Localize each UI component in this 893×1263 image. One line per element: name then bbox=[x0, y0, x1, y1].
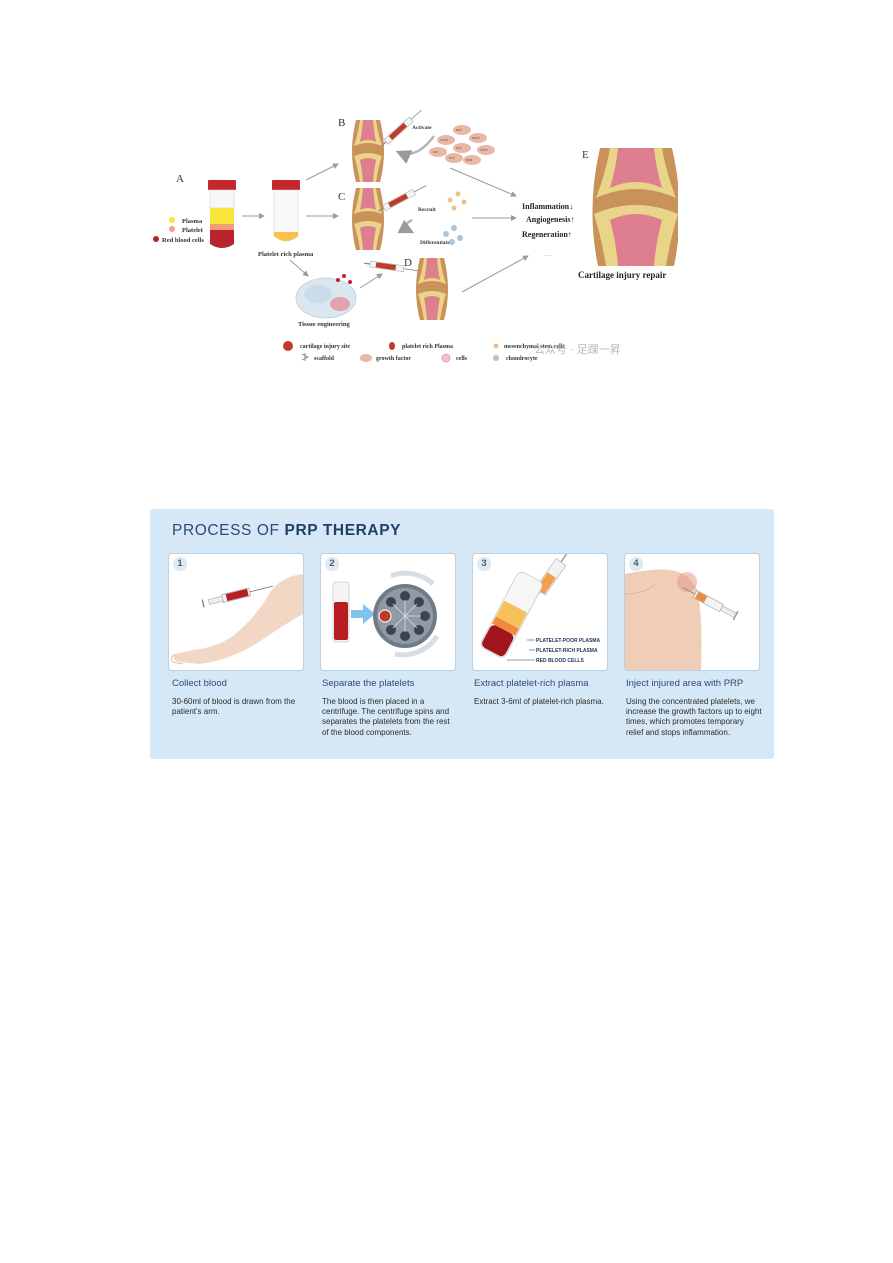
legend-injury-icon bbox=[283, 341, 293, 351]
prp-mechanism-figure: A B C D E Plasma Platelet Red blood cell… bbox=[150, 108, 678, 370]
platelet-dot bbox=[169, 226, 175, 232]
tissue-engineering-label: Tissue engineering bbox=[298, 321, 350, 328]
layer-label-red-blood-cells: RED BLOOD CELLS bbox=[536, 658, 584, 664]
tube-label-red-blood-cells: Red blood cells bbox=[162, 237, 204, 244]
outcome-angiogenesis: Angiogenesis↑ bbox=[526, 215, 574, 224]
syringe-icon bbox=[682, 587, 739, 621]
syringe-icon bbox=[201, 585, 274, 608]
legend-prp-icon bbox=[389, 342, 395, 350]
step-text-4: Using the concentrated platelets, we inc… bbox=[626, 697, 762, 737]
differentiate-label: Differentiate bbox=[420, 240, 450, 246]
differentiate-arrow bbox=[397, 218, 415, 234]
gf-tag-1: HGF bbox=[456, 128, 462, 132]
joint-c bbox=[352, 188, 384, 250]
step-text-3: Extract 3-6ml of platelet-rich plasma. bbox=[474, 697, 604, 706]
plasma-dot bbox=[169, 217, 175, 223]
gf-tag-4: VEGF bbox=[480, 148, 488, 152]
tube-label-plasma: Plasma bbox=[182, 218, 203, 225]
legend-growth-factor: growth factor bbox=[376, 356, 411, 362]
legend-cells: cells bbox=[456, 356, 468, 362]
panel-label-e: E bbox=[582, 149, 589, 161]
step-number-4: 4 bbox=[629, 557, 643, 571]
step-card-3: 3 PLATELET-POOR PLASMA PLATELET-RICH PLA… bbox=[472, 553, 608, 671]
title-bold: PRP THERAPY bbox=[284, 522, 402, 539]
step-title-3: Extract platelet-rich plasma bbox=[474, 678, 589, 689]
legend-injury: cartilage injury site bbox=[300, 344, 350, 350]
tube-label-platelet: Platelet bbox=[182, 227, 204, 234]
legend-prp: platelet rich Plasma bbox=[402, 344, 453, 350]
legend-scaffold: scaffold bbox=[314, 356, 335, 362]
extract-plasma-illustration: PLATELET-POOR PLASMA PLATELET-RICH PLASM… bbox=[480, 554, 600, 664]
inject-shoulder-illustration bbox=[625, 569, 739, 670]
arrow-tissue-to-d bbox=[359, 273, 383, 289]
arrow-right-icon bbox=[351, 604, 375, 624]
platelet-rich-plasma-tube bbox=[272, 180, 300, 242]
arrow-to-tissue bbox=[289, 259, 309, 277]
activate-label: Activate bbox=[412, 125, 432, 131]
gf-tag-5: EGF bbox=[456, 146, 462, 150]
stem-cells bbox=[447, 191, 467, 211]
arrow-d-to-outcome bbox=[461, 255, 529, 293]
watermark: 公众号 · 足踝一昇 bbox=[534, 343, 621, 356]
chondrocytes bbox=[443, 225, 463, 245]
layer-label-platelet-rich: PLATELET-RICH PLASMA bbox=[536, 648, 598, 654]
step-card-1: 1 bbox=[168, 553, 304, 671]
gf-tag-3: TGF-β bbox=[440, 138, 449, 142]
step-title-1: Collect blood bbox=[172, 678, 227, 689]
title-prefix: PROCESS OF bbox=[172, 522, 285, 539]
legend-msc: mesenchymal stem cells bbox=[504, 344, 565, 350]
panel-label-d: D bbox=[404, 257, 412, 269]
injury-site bbox=[677, 572, 697, 592]
joint-b bbox=[352, 120, 384, 182]
layer-label-platelet-poor: PLATELET-POOR PLASMA bbox=[536, 638, 600, 644]
collect-blood-illustration bbox=[170, 574, 303, 665]
step-text-1: 30-60ml of blood is drawn from the patie… bbox=[172, 697, 296, 717]
prp-process-infographic: PROCESS OF PRP THERAPY 1 Collect blood 3… bbox=[150, 509, 774, 759]
step-text-2: The blood is then placed in a centrifuge… bbox=[322, 697, 450, 737]
separated-blood-tube bbox=[480, 571, 543, 658]
gf-tag-8: BMP bbox=[466, 158, 473, 162]
step-title-4: Inject injured area with PRP bbox=[626, 678, 744, 689]
blood-tube-separated bbox=[208, 180, 236, 248]
infographic-title: PROCESS OF PRP THERAPY bbox=[172, 522, 401, 540]
repaired-joint-e bbox=[592, 148, 678, 266]
activate-arrow bbox=[395, 135, 435, 164]
step-number-2: 2 bbox=[325, 557, 339, 571]
legend-msc-icon bbox=[493, 343, 499, 349]
legend-growth-factor-icon bbox=[360, 354, 372, 362]
step-number-3: 3 bbox=[477, 557, 491, 571]
gf-tag-6: IGF bbox=[433, 150, 438, 154]
step-number-1: 1 bbox=[173, 557, 187, 571]
panel-label-c: C bbox=[338, 191, 345, 203]
centrifuge-illustration bbox=[332, 570, 440, 658]
red-cell-dot bbox=[153, 236, 159, 242]
prp-mechanism-diagram: A B C D E Plasma Platelet Red blood cell… bbox=[153, 108, 678, 363]
panel-label-a: A bbox=[176, 173, 184, 185]
arrow-b-to-outcome bbox=[449, 167, 517, 197]
gf-tag-7: FGF bbox=[449, 156, 455, 160]
legend: cartilage injury site platelet rich Plas… bbox=[283, 341, 565, 363]
recruit-label: Recruit bbox=[418, 207, 436, 213]
joint-d bbox=[416, 258, 448, 320]
legend-scaffold-icon bbox=[301, 353, 309, 361]
outcome-regeneration: Regeneration↑ bbox=[522, 230, 572, 239]
step-card-2: 2 bbox=[320, 553, 456, 671]
prp-tube-label: Platelet rich plasma bbox=[258, 251, 314, 258]
panel-label-b: B bbox=[338, 117, 345, 129]
arrow-to-b bbox=[305, 163, 339, 181]
repair-label: Cartilage injury repair bbox=[578, 270, 666, 280]
legend-cells-icon bbox=[441, 353, 451, 363]
step-card-4: 4 bbox=[624, 553, 760, 671]
gf-tag-2: PDGF bbox=[472, 136, 480, 140]
outcome-ellipsis: …… bbox=[544, 252, 552, 257]
outcome-inflammation: Inflammation↓ bbox=[522, 202, 573, 211]
legend-chondrocyte: chondrocyte bbox=[506, 356, 538, 362]
step-title-2: Separate the platelets bbox=[322, 678, 415, 689]
growth-factor-cluster bbox=[429, 125, 495, 165]
legend-chondrocyte-icon bbox=[493, 355, 499, 361]
tissue-engineering-scaffold bbox=[295, 274, 357, 319]
